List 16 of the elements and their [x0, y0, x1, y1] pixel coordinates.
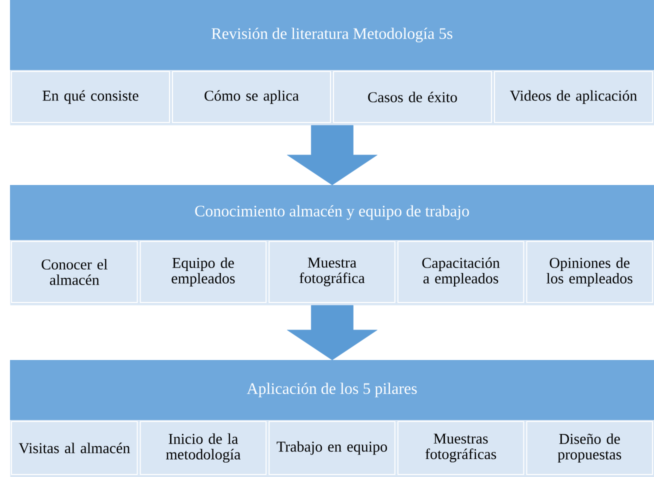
block-arrow [287, 125, 378, 186]
sub-box: Muestras fotográficas [397, 421, 524, 475]
sub-box: Cómo se aplica [172, 71, 331, 123]
sub-box: Diseño de propuestas [526, 421, 653, 475]
sub-box: Capacitación a empleados [397, 241, 524, 303]
sub-box: Opiniones de los empleados [526, 241, 653, 303]
block-arrow [287, 305, 378, 360]
sub-box: Inicio de la metodología [140, 421, 267, 475]
sub-box: Visitas al almacén [11, 421, 138, 475]
sub-box: Videos de aplicación [494, 71, 653, 123]
sub-box: En qué consiste [11, 71, 170, 123]
sub-box: Casos de éxito [333, 71, 492, 123]
sub-box: Muestra fotográfica [268, 241, 396, 303]
sub-box: Trabajo en equipo [268, 421, 396, 475]
sub-box: Conocer el almacén [11, 241, 138, 303]
sub-box: Equipo de empleados [140, 241, 267, 303]
